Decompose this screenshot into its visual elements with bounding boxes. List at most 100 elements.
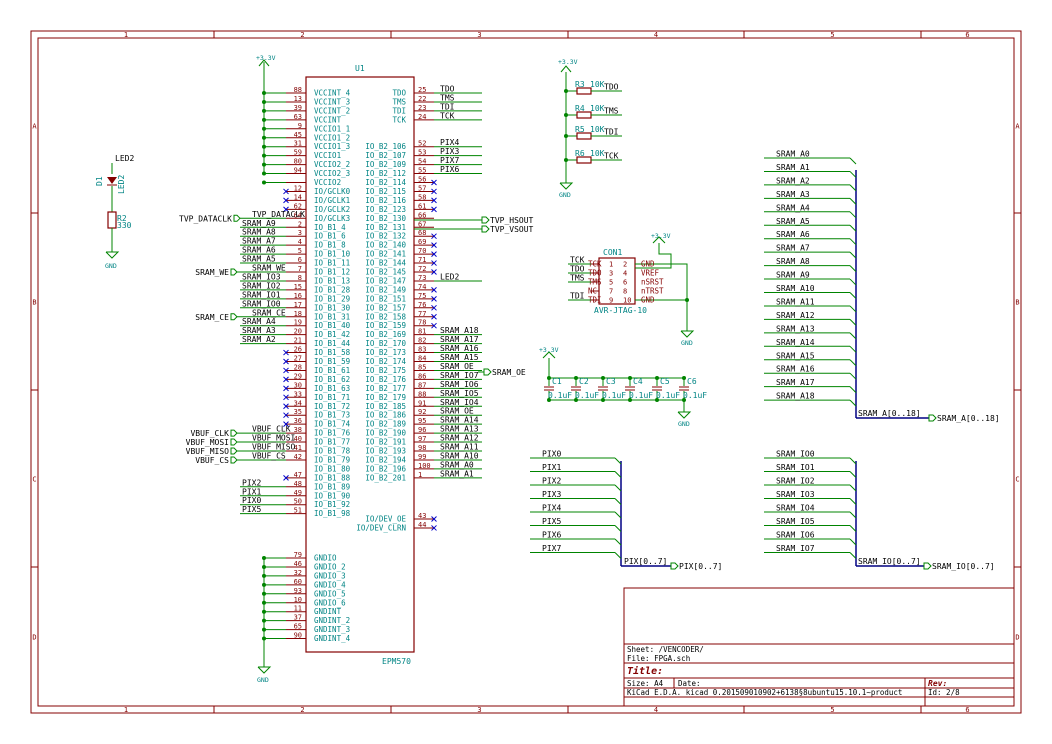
u1-pin-name: GNDIO_3	[314, 571, 346, 580]
u1-pin-45: VCCIO1_245	[262, 131, 350, 142]
con1-pin-name: TDO	[588, 269, 602, 278]
u1-pin-number: 15	[294, 283, 302, 291]
u1-pin-name: IO_B2_201	[365, 473, 406, 482]
net-label: SRAM_A0	[776, 150, 810, 159]
u1-pin-number: 36	[294, 417, 302, 425]
sram-address-bus[interactable]: SRAM_A[0..18] SRAM_A[0..18] SRAM_A0SRAM_…	[764, 150, 1000, 424]
net-label: PIX3	[542, 490, 561, 499]
net-label: SRAM_A9	[242, 219, 276, 228]
pix-hier-label: PIX[0..7]	[679, 562, 722, 571]
no-connect-mark	[431, 233, 437, 240]
no-connect-mark	[283, 197, 289, 204]
pix-bus-label: PIX[0..7]	[624, 557, 667, 566]
u1-pin-number: 3	[298, 229, 302, 237]
col-number-bottom: 6	[965, 706, 969, 714]
bus-wire: SRAM_IO6	[764, 531, 857, 546]
u1-pin-name: IO_B1_88	[314, 473, 351, 482]
u1-pin-number: 46	[294, 560, 302, 568]
u1-pin-number: 18	[294, 310, 302, 318]
sram-io-hier-label: SRAM_IO[0..7]	[932, 562, 995, 571]
u1-pin-90: GNDINT_490	[262, 632, 351, 643]
con1-pin-number: 6	[623, 279, 627, 287]
u1-pin-number: 20	[294, 328, 302, 336]
con1-ref: CON1	[603, 248, 622, 257]
net-label: SRAM_A13	[440, 425, 479, 434]
vbuf-miso-label: VBUF_MISO	[186, 447, 230, 456]
u1-pin-number: 29	[294, 372, 302, 380]
row-letter-right: C	[1015, 476, 1019, 484]
u1-pin-name: IO_B1_28	[314, 285, 351, 294]
u1-epm570[interactable]: U1 EPM570 VCCINT_488VCCINT_313VCCINT_239…	[237, 64, 482, 666]
u1-pin-number: 6	[298, 256, 302, 264]
led-d-ref: D1	[95, 176, 104, 186]
hierarchical-labels-left[interactable]: TVP_DATACLKSRAM_WESRAM_CEVBUF_CLKVBUF_MO…	[179, 214, 241, 465]
no-connect-mark	[283, 206, 289, 213]
u1-pin-name: IO_B2_112	[365, 169, 406, 178]
u1-pin-number: 48	[294, 480, 302, 488]
net-label: SRAM_A5	[776, 217, 810, 226]
u1-pin-name: TDO	[392, 89, 406, 98]
u1-pin-number: 83	[418, 346, 426, 354]
con1-pin-name: NC	[588, 287, 597, 296]
net-label: SRAM_A16	[776, 365, 815, 374]
cap-ref: C1	[552, 377, 562, 386]
u1-pin-number: 41	[294, 444, 302, 452]
hierarchical-labels-right[interactable]: TVP_HSOUT TVP_VSOUT SRAM_OE	[414, 216, 534, 377]
u1-pin-name: IO_B2_140	[365, 241, 406, 250]
no-connect-mark	[283, 394, 289, 401]
u1-pin-number: 93	[294, 587, 302, 595]
bus-wire: SRAM_A6	[764, 230, 857, 246]
u1-pin-number: 16	[294, 292, 302, 300]
net-label: SRAM_A12	[440, 434, 479, 443]
led2-indicator[interactable]: LED2 D1 LED2 R2 330 GND	[95, 154, 134, 270]
u1-pin-name: IO_B2_131	[365, 223, 406, 232]
caps-gnd-label: GND	[678, 420, 690, 428]
u1-pin-io_b1_80: IO_B1_80	[314, 464, 351, 473]
u1-pin-number: 43	[418, 512, 426, 520]
u1-pin-name: GNDIO_2	[314, 562, 346, 571]
sram-io-bus[interactable]: SRAM_IO[0..7] SRAM_IO[0..7] SRAM_IO0SRAM…	[764, 450, 995, 572]
sram-we-hier-label: SRAM_WE	[195, 268, 229, 277]
net-label: SRAM_CE	[252, 308, 286, 317]
no-connect-mark	[431, 295, 437, 302]
u1-pin-number: 22	[418, 95, 426, 103]
bus-wire: SRAM_A13	[764, 324, 857, 340]
u1-pin-name: IO_B2_169	[365, 330, 406, 339]
vbuf-cs-label: VBUF_CS	[195, 456, 229, 465]
u1-pin-name: IO_B1_76	[314, 429, 351, 438]
u1-pin-number: 98	[418, 444, 426, 452]
net-label: SRAM_A15	[440, 353, 479, 362]
r2-resistor	[107, 211, 117, 229]
con1-pin-name: TCK	[588, 260, 602, 269]
resistor-ref: R4	[575, 104, 585, 113]
decoupling-capacitors[interactable]: +3.3V GND C10.1uFC20.1uFC30.1uFC40.1uFC5…	[539, 346, 707, 428]
tb-sheet: Sheet: /VENCODER/	[627, 645, 704, 654]
col-number-bottom: 5	[830, 706, 834, 714]
pix-bus[interactable]: PIX[0..7] PIX[0..7] PIX0PIX1PIX2PIX3PIX4…	[530, 450, 722, 572]
net-label: SRAM_A12	[776, 311, 815, 320]
u1-pin-name: VCCIO2	[314, 178, 341, 187]
u1-pin-name: IO_B1_92	[314, 500, 350, 509]
u1-pin-65: GNDINT_365	[262, 623, 350, 634]
led-diode-symbol	[107, 177, 117, 184]
net-label: SRAM_A11	[776, 297, 815, 306]
no-connect-mark	[283, 412, 289, 419]
capacitor-c5: C50.1uF	[652, 376, 680, 402]
u1-pin-name: GNDIO_5	[314, 589, 346, 598]
